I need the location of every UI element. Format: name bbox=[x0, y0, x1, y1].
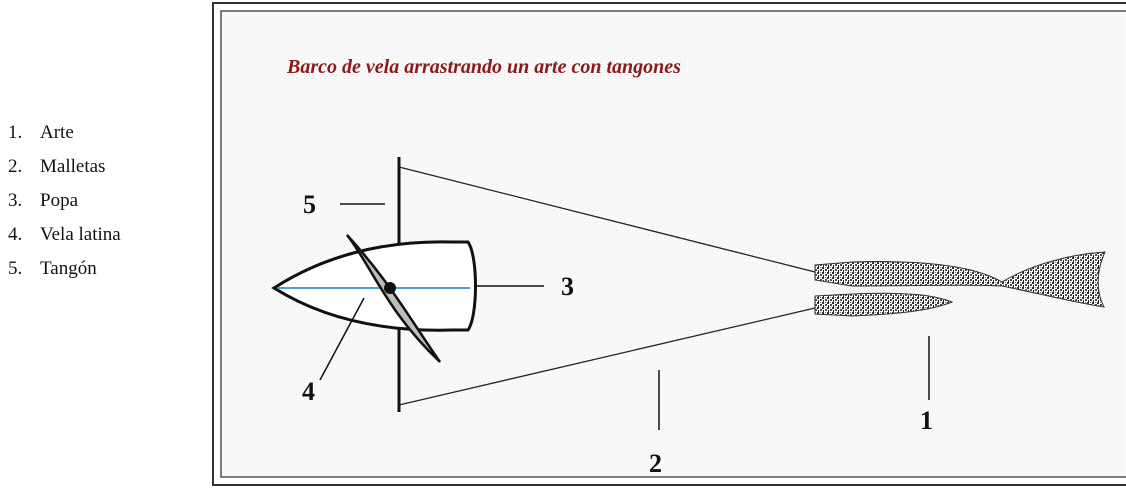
warp-upper bbox=[398, 166, 816, 273]
legend-number: 5. bbox=[8, 258, 23, 279]
legend-label: Arte bbox=[40, 122, 74, 143]
legend-label: Vela latina bbox=[40, 224, 121, 245]
frame-panel bbox=[220, 10, 1126, 478]
callout-label-boom: 5 bbox=[303, 190, 316, 219]
legend-label: Malletas bbox=[40, 156, 106, 177]
lateen-sail bbox=[346, 234, 442, 363]
callout-label-net: 1 bbox=[920, 406, 933, 435]
legend-item-arte: 1. Arte bbox=[8, 116, 121, 150]
diagram-title: Barco de vela arrastrando un arte con ta… bbox=[286, 56, 681, 78]
warp-lower bbox=[398, 307, 816, 406]
legend-number: 1. bbox=[8, 122, 23, 143]
callout-label-stern: 3 bbox=[561, 272, 574, 301]
trawl-diagram: Barco de vela arrastrando un arte con ta… bbox=[212, 2, 1126, 486]
legend-item-tangon: 5. Tangón bbox=[8, 252, 121, 286]
callout-label-warps: 2 bbox=[649, 449, 662, 478]
callout-line-sail bbox=[319, 297, 365, 381]
trawl-net bbox=[814, 251, 1106, 317]
callout-label-sail: 4 bbox=[302, 377, 315, 406]
legend-item-malletas: 2. Malletas bbox=[8, 150, 121, 184]
legend-label: Popa bbox=[40, 190, 78, 211]
legend-number: 4. bbox=[8, 224, 23, 245]
frame-outer-border bbox=[212, 2, 1126, 486]
legend-item-vela-latina: 4. Vela latina bbox=[8, 218, 121, 252]
legend-item-popa: 3. Popa bbox=[8, 184, 121, 218]
legend-number: 2. bbox=[8, 156, 23, 177]
legend-list: 1. Arte 2. Malletas 3. Popa 4. Vela latina 5… bbox=[8, 116, 121, 286]
net-upper-wing bbox=[814, 251, 1106, 308]
mast bbox=[384, 282, 396, 294]
legend-number: 3. bbox=[8, 190, 23, 211]
diagram-figure: Barco de vela arrastrando un arte con ta… bbox=[212, 2, 1126, 488]
net-lower-wing bbox=[814, 292, 954, 317]
legend-label: Tangón bbox=[40, 258, 97, 279]
